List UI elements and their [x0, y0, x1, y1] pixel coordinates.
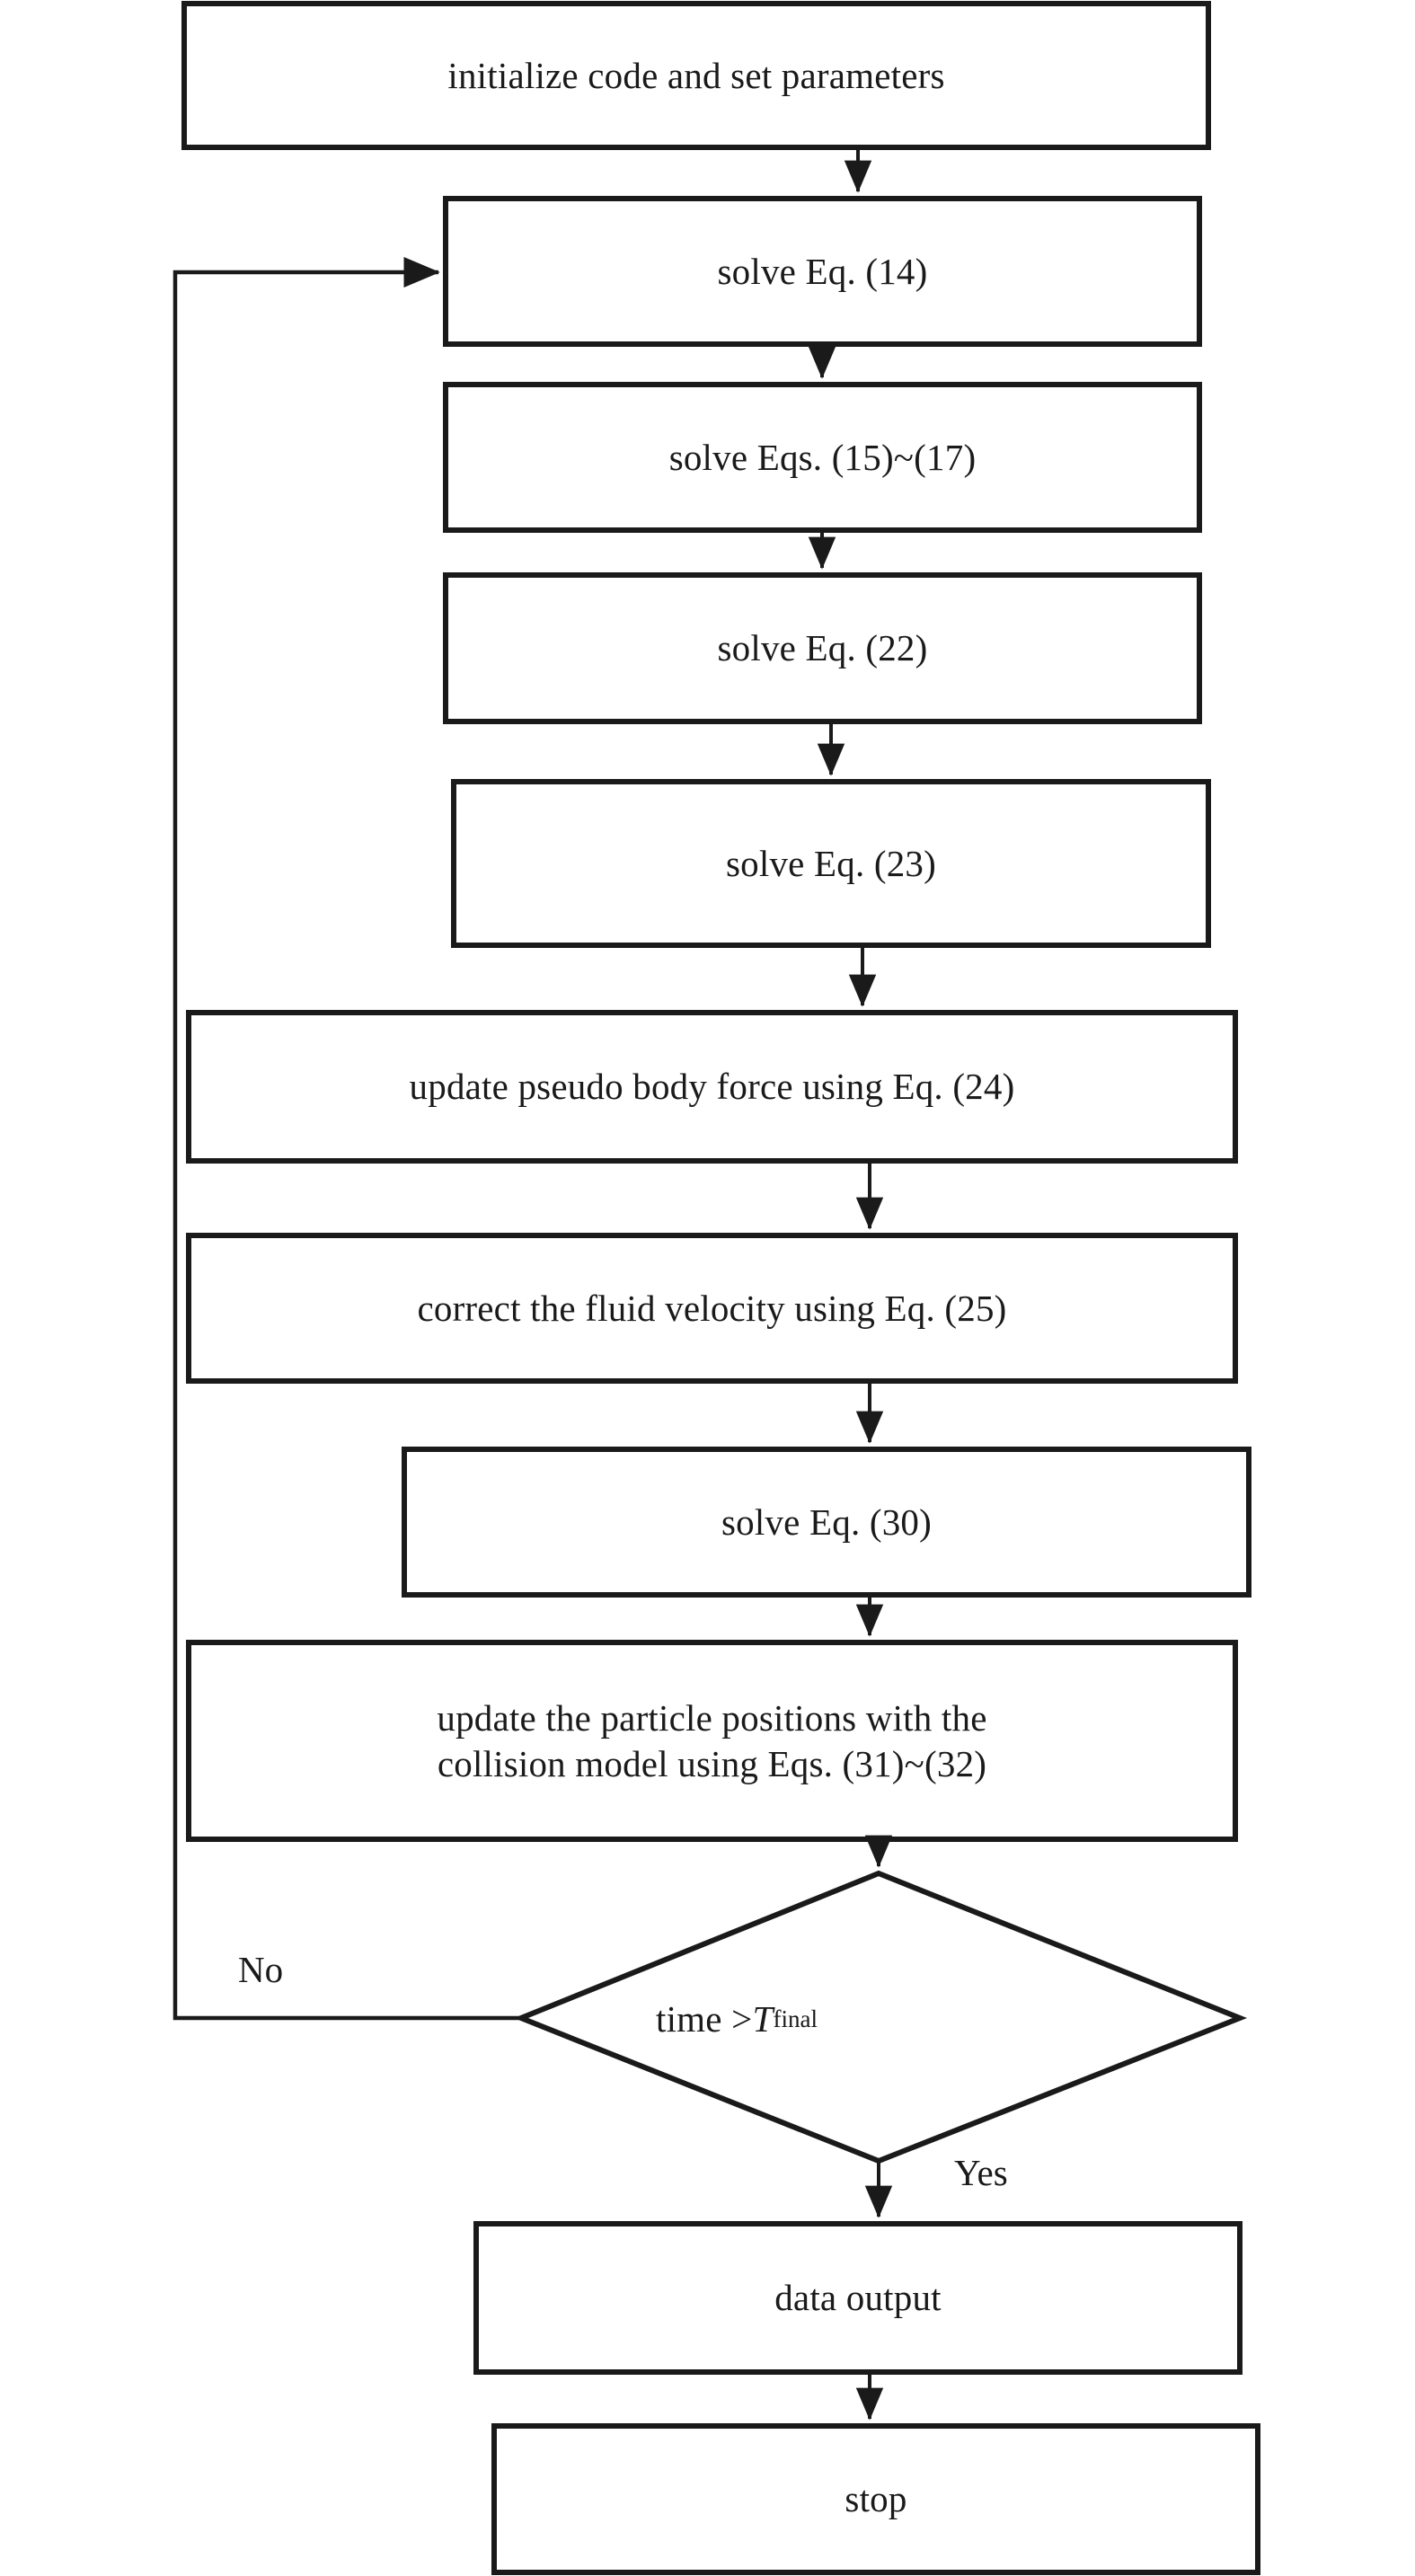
box-eq24	[186, 1010, 1238, 1164]
box-eq30	[402, 1447, 1251, 1598]
edge-label-no: No	[238, 1949, 284, 1990]
edge-label-yes: Yes	[954, 2152, 1008, 2193]
box-stop	[491, 2423, 1260, 2575]
box-eq31-32	[186, 1640, 1238, 1842]
box-eq15-17	[443, 382, 1202, 533]
decision-diamond	[513, 1870, 1248, 2164]
box-output	[473, 2221, 1243, 2375]
box-initialize	[181, 1, 1211, 150]
box-eq14	[443, 196, 1202, 347]
box-eq23	[451, 779, 1211, 948]
box-eq22	[443, 572, 1202, 724]
flow-arrows	[808, 147, 893, 2421]
node-boxes	[181, 1, 1260, 2575]
loopback-no-path	[172, 256, 521, 2021]
box-eq25	[186, 1233, 1238, 1384]
